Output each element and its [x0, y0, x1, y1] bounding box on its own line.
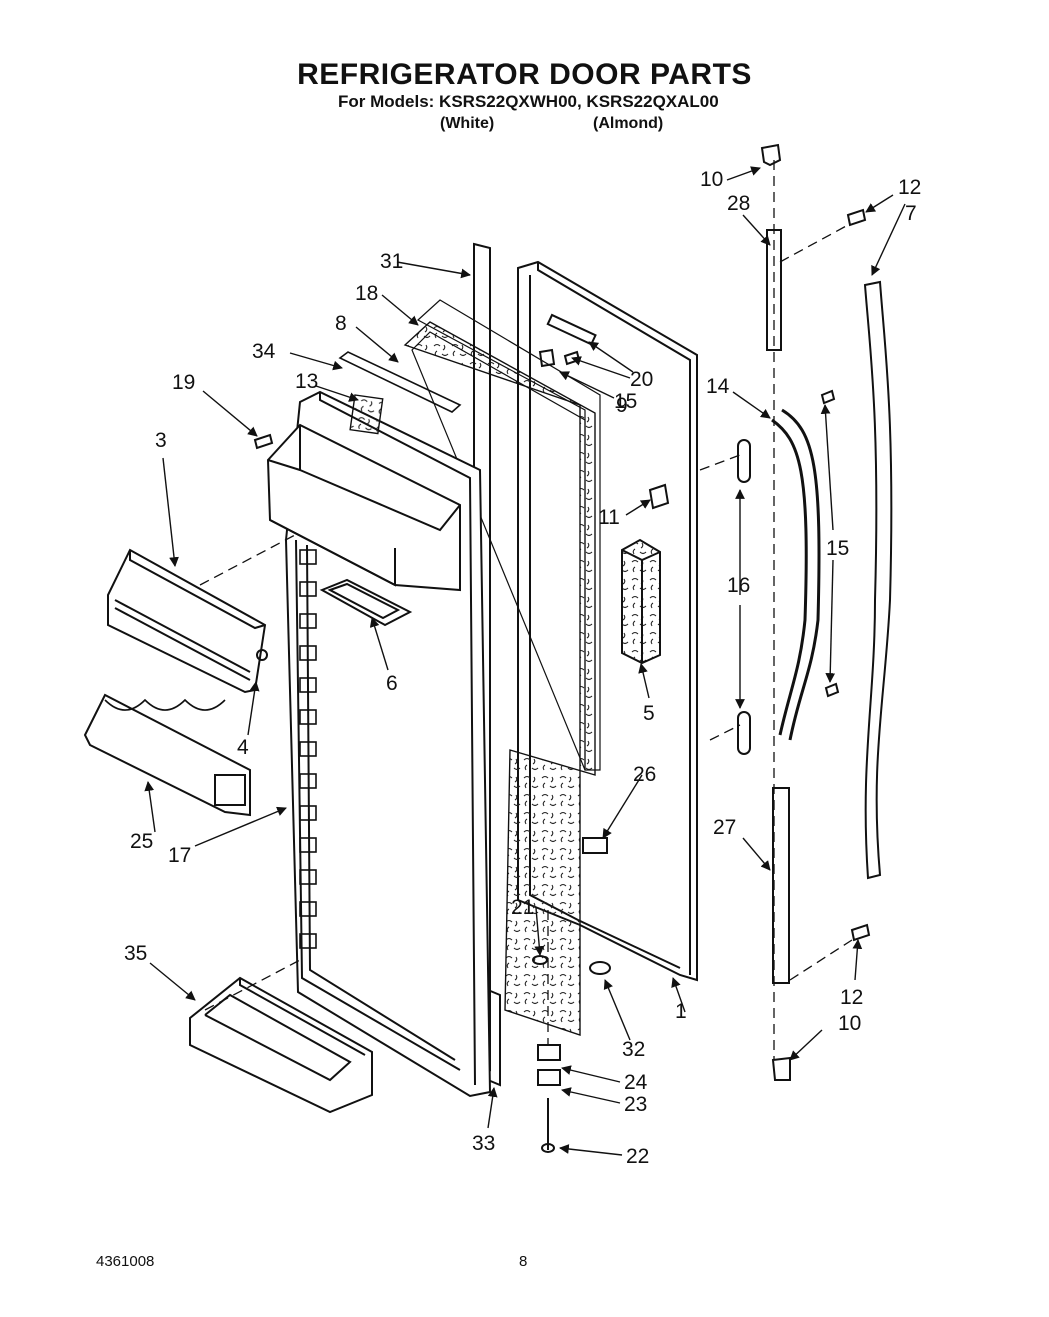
callout-15-upper: 15	[614, 390, 637, 413]
color-label-almond: (Almond)	[593, 115, 664, 132]
callout-labels: 1 3 4 5 6 7 8 9 10 10 11 12 12 13 14 15 …	[124, 168, 921, 1168]
door-cover	[338, 351, 462, 413]
callout-12-top: 12	[898, 176, 921, 199]
callout-3: 3	[155, 429, 167, 452]
callout-28: 28	[727, 192, 750, 215]
callout-4: 4	[237, 736, 249, 759]
callout-14: 14	[706, 375, 730, 398]
callout-10-bottom: 10	[838, 1012, 861, 1035]
dispenser-housing	[266, 423, 461, 592]
callout-35: 35	[124, 942, 147, 965]
callout-9: 9	[616, 394, 628, 417]
page-title: REFRIGERATOR DOOR PARTS	[297, 58, 752, 91]
hinge-bottom	[771, 787, 871, 1081]
callout-17: 17	[168, 844, 191, 867]
callout-20: 20	[630, 368, 653, 391]
callout-19: 19	[172, 371, 195, 394]
callout-33: 33	[472, 1132, 495, 1155]
hinge-top	[760, 143, 867, 351]
callout-6: 6	[386, 672, 398, 695]
callout-13: 13	[295, 370, 318, 393]
door-handle	[737, 389, 840, 755]
callout-12-bottom: 12	[840, 986, 863, 1009]
callout-23: 23	[624, 1093, 647, 1116]
callout-18: 18	[355, 282, 378, 305]
callout-11: 11	[598, 506, 620, 529]
foam-block	[621, 538, 661, 665]
small-tray	[319, 578, 413, 627]
callout-16: 16	[727, 574, 750, 597]
page-number: 8	[519, 1253, 528, 1270]
color-label-white: (White)	[440, 115, 495, 132]
clip-9	[538, 348, 556, 368]
handle-trim	[863, 280, 893, 880]
callout-8: 8	[335, 312, 347, 335]
shelf-cover	[107, 548, 268, 694]
callout-15-right: 15	[826, 537, 849, 560]
hinge-screws	[532, 955, 561, 1153]
callout-31: 31	[380, 250, 403, 273]
callout-25: 25	[130, 830, 153, 853]
callout-1: 1	[675, 1000, 687, 1023]
callout-22: 22	[626, 1145, 649, 1168]
callout-10-top: 10	[700, 168, 723, 191]
callout-26: 26	[633, 763, 656, 786]
callout-32: 32	[622, 1038, 645, 1061]
bin	[83, 693, 251, 817]
callout-5: 5	[643, 702, 655, 725]
callout-34: 34	[252, 340, 276, 363]
model-numbers: For Models: KSRS22QXWH00, KSRS22QXAL00	[338, 92, 719, 111]
callout-27: 27	[713, 816, 736, 839]
callout-21: 21	[511, 896, 534, 919]
document-number: 4361008	[96, 1253, 155, 1270]
screw-19	[253, 433, 274, 450]
callout-7: 7	[905, 202, 917, 225]
callout-24: 24	[624, 1071, 648, 1094]
insulation-panel	[403, 299, 601, 1036]
